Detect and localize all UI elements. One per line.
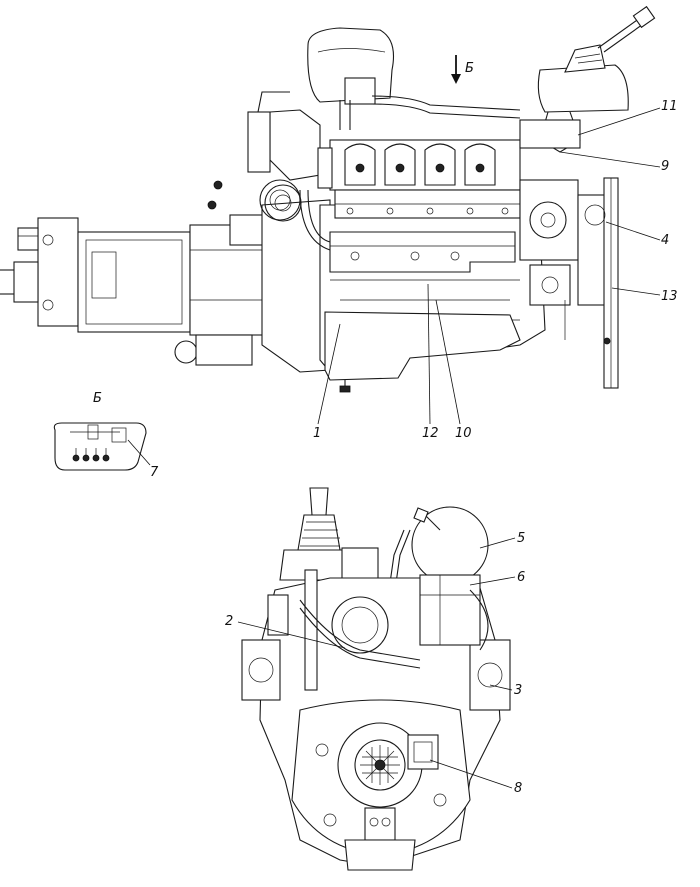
callout-3: 3 <box>514 683 522 698</box>
cylinder-heads <box>329 139 521 219</box>
engine-front-view: 5 6 2 3 8 <box>225 487 525 871</box>
right-accessory <box>469 639 511 711</box>
engine-side-view: Б 11 9 4 13 1 12 10 <box>0 5 678 441</box>
gear-shift-housing <box>537 5 656 153</box>
exhaust-manifold <box>329 231 516 273</box>
oil-sump <box>324 311 521 381</box>
leader-lines-side <box>317 107 661 425</box>
callout-2: 2 <box>225 614 233 629</box>
filter-housing <box>419 574 481 646</box>
air-filter <box>307 27 521 130</box>
callout-13: 13 <box>661 289 678 304</box>
view-arrow-label: Б <box>465 61 474 76</box>
front-end-assembly <box>519 119 619 389</box>
callout-6: 6 <box>517 570 525 585</box>
callout-10: 10 <box>455 426 472 441</box>
callout-1: 1 <box>313 426 321 441</box>
leader-lines-front <box>237 537 516 789</box>
callout-4: 4 <box>661 233 669 248</box>
oil-filter-assembly <box>207 91 333 251</box>
callout-5: 5 <box>517 531 525 546</box>
flywheel-housing <box>291 699 471 871</box>
callout-9: 9 <box>661 159 669 174</box>
clutch-housing <box>261 199 331 373</box>
gear-lever-boot <box>279 487 351 581</box>
callout-8: 8 <box>514 781 522 796</box>
callout-7: 7 <box>150 465 159 480</box>
callout-11: 11 <box>661 99 678 114</box>
detail-view: Б 7 <box>53 391 159 480</box>
left-accessory <box>241 639 281 701</box>
gearbox <box>0 214 269 366</box>
view-arrow: Б <box>451 55 474 84</box>
detail-view-label: Б <box>93 391 102 406</box>
callout-12: 12 <box>422 426 439 441</box>
